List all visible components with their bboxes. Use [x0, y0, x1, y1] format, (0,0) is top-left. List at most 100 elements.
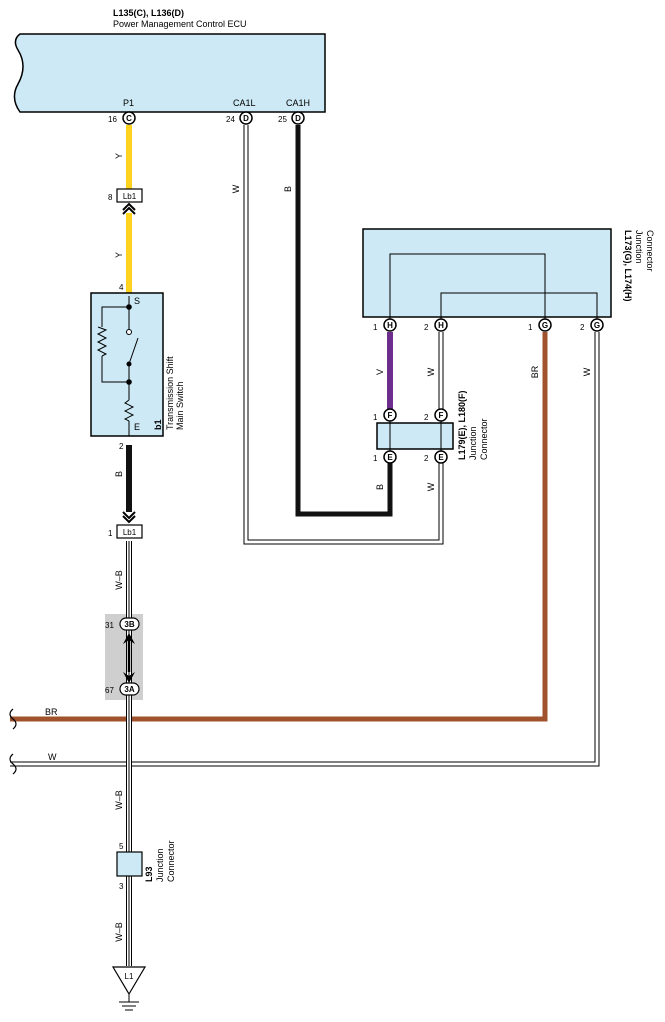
switch-node-top	[126, 304, 132, 310]
pin-25: 25	[278, 115, 287, 124]
wire-br	[10, 332, 548, 722]
conn-c-p1-letter: C	[126, 114, 132, 123]
ght-conn-g1-letter: G	[542, 321, 548, 330]
jct-internal-h	[389, 253, 546, 321]
lb1-bottom-chevron-1	[122, 511, 136, 520]
ght-conn-h1	[383, 318, 397, 332]
ef-conn-e1	[383, 450, 397, 464]
conn-d-ca1h	[291, 111, 305, 125]
ght-conn-h2	[434, 318, 448, 332]
lb1-top-chevron-2	[122, 206, 136, 215]
ef-conn-e1-letter: E	[387, 453, 393, 462]
junction-ght-line3: Connector	[645, 230, 655, 272]
ght-conn-h2-letter: H	[438, 321, 444, 330]
junction-ef-title: L179(E), L180(F)	[457, 390, 467, 460]
ecu-terminal-p1: P1	[123, 98, 134, 108]
ground-triangle	[111, 966, 147, 996]
wire-label-br-off: BR	[45, 707, 58, 717]
lb1-top-chevron-1	[122, 202, 136, 211]
wire-label-w-h2: W	[426, 367, 436, 376]
wire-label-w-off: W	[48, 752, 57, 762]
pin-16: 16	[108, 115, 117, 124]
lb1-bottom-pin: 1	[108, 529, 113, 538]
ght-conn-g2-letter: G	[594, 321, 600, 330]
wire-label-v: V	[375, 369, 385, 375]
conn-d-ca1l-letter: D	[243, 114, 249, 123]
wire-label-w-g2: W	[582, 367, 592, 376]
wire-label-ca1l: W	[231, 184, 241, 193]
junction-ght-line2: Junction	[634, 230, 644, 264]
inline-bottom-pin: 67	[105, 686, 114, 695]
l93-line3: Connector	[166, 840, 176, 882]
conn-c-p1	[122, 111, 136, 125]
lb1-bottom-box	[116, 524, 143, 539]
inline-top-box	[119, 617, 140, 631]
wire-ca1h-b	[295, 125, 393, 517]
wire-label-wb-3: W–B	[114, 922, 124, 942]
inline-bottom-letter: 3A	[124, 685, 134, 694]
l93-line2: Junction	[155, 848, 165, 882]
switch-name-line1: Transmission Shift	[165, 356, 175, 430]
inline-arrow-down	[123, 672, 135, 683]
switch-name-line2: Main Switch	[175, 381, 185, 430]
lb1-bottom-label: Lb1	[123, 528, 137, 537]
ecu-terminal-ca1l: CA1L	[233, 98, 256, 108]
junction-ght-title: L173(G), L174(H)	[623, 230, 633, 302]
junction-ght-box	[362, 228, 612, 318]
conn-d-ca1l	[239, 111, 253, 125]
conn-d-ca1h-letter: D	[295, 114, 301, 123]
ght-pin-h2: 2	[424, 323, 429, 332]
wire-label-y-lower: Y	[114, 252, 124, 258]
ef-pin-f2: 2	[424, 413, 429, 422]
switch-contact-open	[126, 329, 132, 335]
lb1-top-label: Lb1	[123, 192, 137, 201]
lb1-top-pin: 8	[108, 193, 113, 202]
inline-bottom-box	[119, 682, 140, 696]
ght-pin-h1: 1	[373, 323, 378, 332]
ecu-box	[13, 33, 326, 113]
ecu-terminal-ca1h: CA1H	[286, 98, 310, 108]
ght-conn-g1	[538, 318, 552, 332]
ef-conn-f2-letter: F	[439, 411, 444, 420]
ecu-subtitle: Power Management Control ECU	[113, 19, 247, 29]
wire-label-wb-2: W–B	[114, 790, 124, 810]
wire-label-br-g1: BR	[530, 365, 540, 378]
ef-conn-e2-letter: E	[438, 453, 444, 462]
l93-id: L93	[144, 866, 154, 882]
l93-bottom-pin: 3	[119, 882, 124, 891]
switch-node-pivot	[126, 361, 132, 367]
inline-arrow-up	[123, 633, 135, 644]
inline-top-letter: 3B	[124, 620, 134, 629]
ght-pin-g1: 1	[528, 323, 533, 332]
ght-pin-g2: 2	[580, 323, 585, 332]
lb1-bottom-chevron-2	[122, 515, 136, 524]
jct-internal-g	[440, 292, 598, 321]
break-mark-br	[9, 708, 17, 730]
switch-bottom-pin: 2	[119, 442, 124, 451]
ef-conn-f1-letter: F	[388, 411, 393, 420]
junction-ef-line2: Junction	[468, 426, 478, 460]
switch-terminal-s: S	[134, 296, 140, 306]
ght-conn-h1-letter: H	[387, 321, 393, 330]
ground-label: L1	[125, 972, 134, 981]
junction-ef-line3: Connector	[479, 418, 489, 460]
wire-ca1l-w	[243, 125, 444, 545]
wire-w-g2-fill	[10, 332, 599, 766]
ef-conn-e2	[434, 450, 448, 464]
break-mark-w	[9, 753, 17, 775]
pin-24: 24	[226, 115, 235, 124]
l93-top-pin: 5	[119, 842, 124, 851]
switch-node-bottom	[126, 379, 132, 385]
wire-label-ca1h: B	[283, 186, 293, 192]
ef-pin-e1: 1	[373, 454, 378, 463]
wire-label-w-e2: W	[426, 482, 436, 491]
l93-box	[116, 851, 143, 877]
lb1-top-box	[116, 188, 143, 203]
inline-top-pin: 31	[105, 621, 114, 630]
wire-label-b-e1: B	[375, 484, 385, 490]
ef-conn-f1	[383, 408, 397, 422]
wire-label-y-upper: Y	[114, 153, 124, 159]
wire-ca1l-w-fill	[244, 125, 443, 544]
ef-conn-f2	[434, 408, 448, 422]
